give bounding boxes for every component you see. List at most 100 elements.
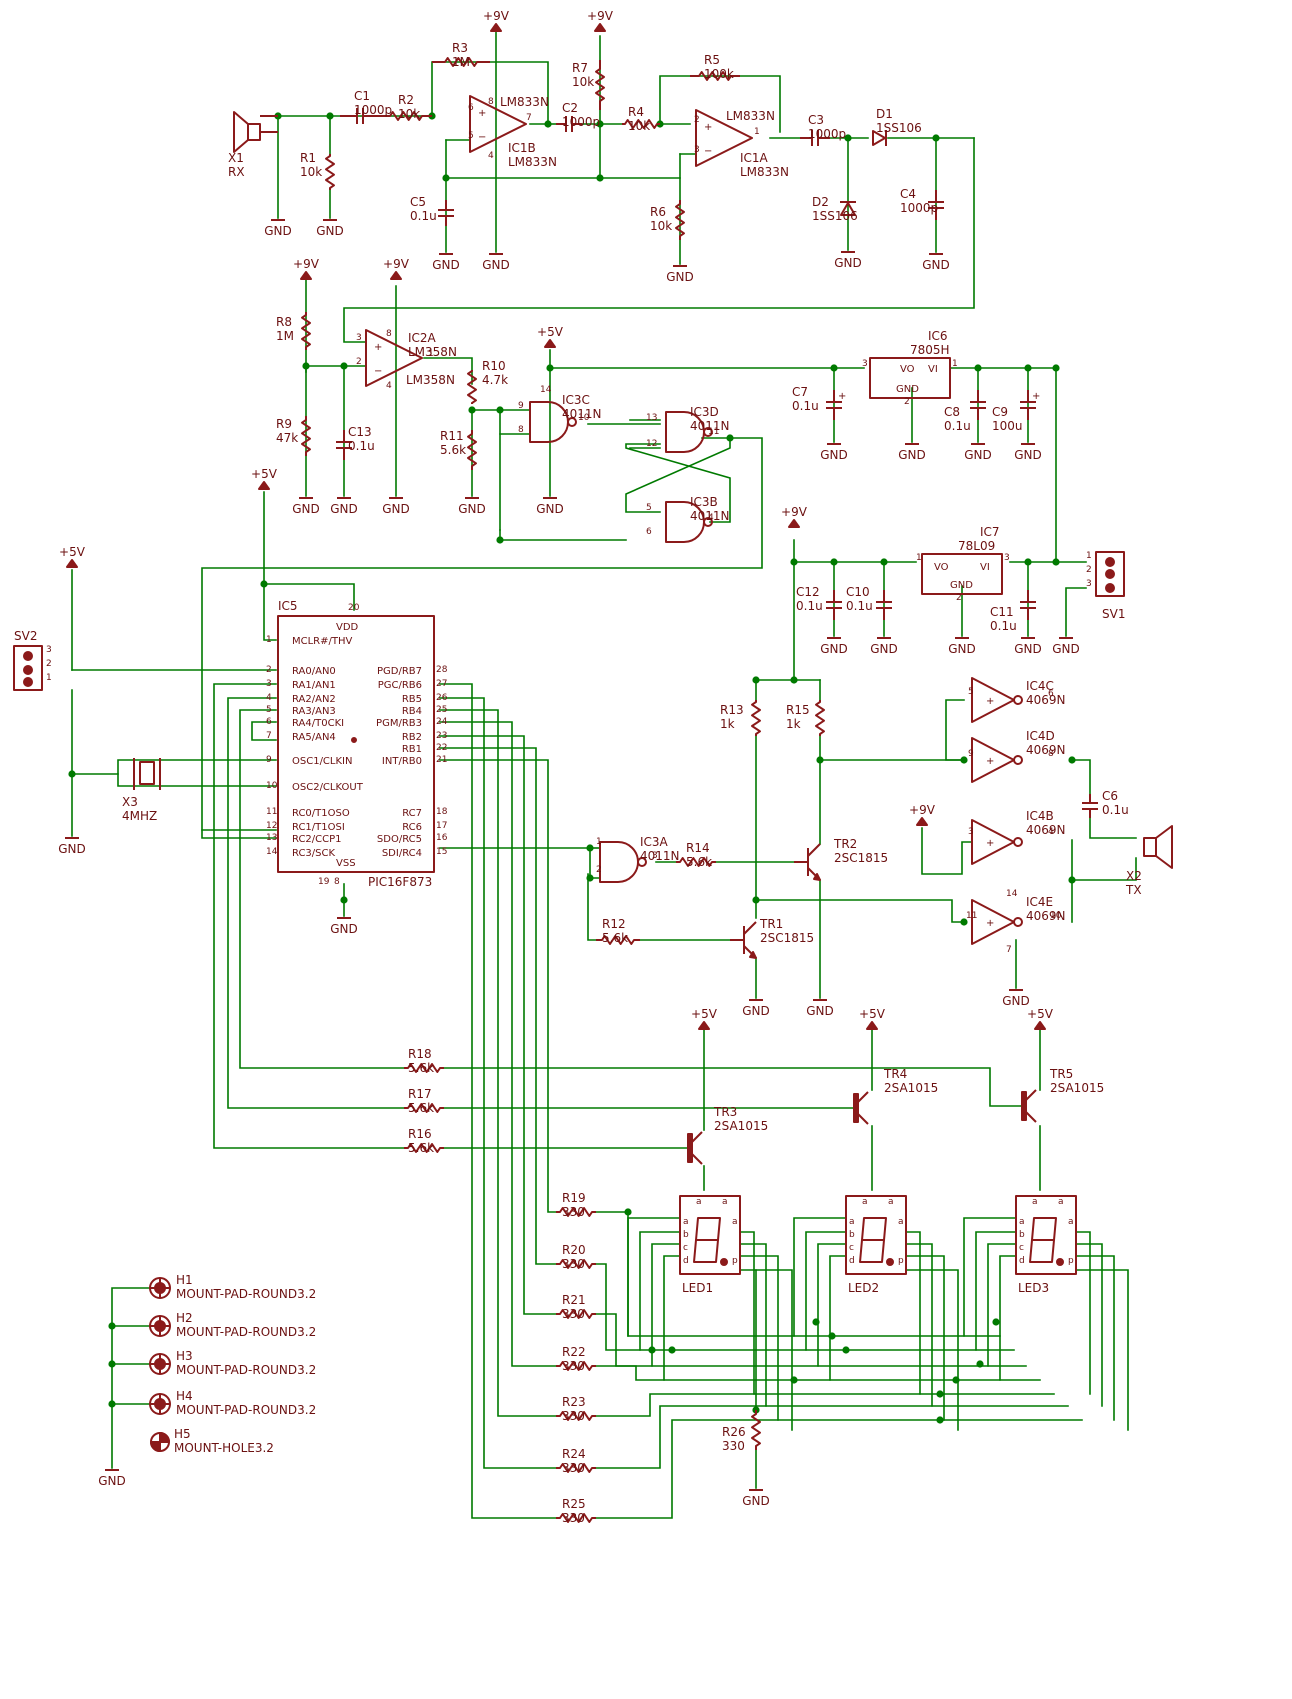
- symbol-line: [857, 1091, 869, 1103]
- pin-num: 1: [916, 553, 922, 563]
- ic3c-nand-gate: [529, 401, 577, 443]
- ic4c-ref: IC4C: [1026, 679, 1054, 693]
- symbol-path: [380, 111, 432, 121]
- junction-dot: [816, 756, 824, 764]
- gnd-label: GND: [820, 642, 848, 656]
- body: [139, 761, 155, 785]
- ic4e-ref: IC4E: [1026, 895, 1053, 909]
- ic5-right-pin-num: 21: [436, 755, 447, 765]
- junction-dot: [992, 1318, 1000, 1326]
- ic5-right-pin: PGD/RB7: [377, 666, 422, 677]
- symbol-path: [690, 71, 740, 81]
- ic5-left-pin-num: 6: [266, 717, 272, 727]
- base-bar: [687, 1133, 693, 1163]
- r16-resistor: [404, 1143, 444, 1153]
- segment-pin: c: [849, 1243, 854, 1253]
- wire: [945, 699, 965, 761]
- c10-ref: C10: [846, 585, 870, 599]
- supply-arrow: [258, 481, 270, 490]
- junction-dot: [326, 112, 334, 120]
- junction-dot: [108, 1322, 116, 1330]
- body: [13, 645, 43, 691]
- gnd-label: GND: [98, 1474, 126, 1488]
- ic5-left-pin-num: 1: [266, 635, 272, 645]
- r13-resistor: [751, 700, 761, 736]
- wire: [595, 1365, 1041, 1381]
- symbol-line: [691, 1131, 703, 1143]
- bubble: [637, 857, 647, 867]
- wire: [829, 1255, 847, 1381]
- pin-num: 4: [386, 381, 392, 391]
- r13-value: 1k: [720, 717, 735, 731]
- r6-value: 10k: [650, 219, 672, 233]
- symbol-path: [815, 700, 825, 736]
- r7-resistor: [595, 60, 605, 110]
- junction-dot: [752, 896, 760, 904]
- ic5-left-pin: RA4/T0CKI: [292, 718, 344, 729]
- pin-num: 12: [646, 439, 657, 449]
- segment-pin: a: [1019, 1217, 1025, 1227]
- ic3b-nand-gate: [665, 501, 713, 543]
- r2-value: 10k: [398, 107, 420, 121]
- junction-dot: [496, 536, 504, 544]
- pin-hole: [23, 665, 33, 675]
- c10-capacitor: [876, 590, 892, 620]
- wire: [755, 899, 965, 923]
- ic5-left-pin-num: 5: [266, 705, 272, 715]
- bubble: [1013, 917, 1023, 927]
- symbol-path: [695, 109, 753, 167]
- x1-transducer: [233, 111, 278, 153]
- ic5-right-pin-num: 17: [436, 821, 447, 831]
- gnd-label: GND: [58, 842, 86, 856]
- r15-ref: R15: [786, 703, 810, 717]
- pin-hole: [23, 677, 33, 687]
- symbol-path: [971, 737, 1015, 783]
- wire: [739, 1231, 755, 1395]
- r26-resistor: [751, 1410, 761, 1450]
- c11-value: 0.1u: [990, 619, 1017, 633]
- bubble: [703, 427, 713, 437]
- wire: [1075, 1255, 1115, 1421]
- c9-capacitor: [1020, 390, 1036, 420]
- ic5-right-pin-num: 24: [436, 717, 448, 727]
- tr3-ref: TR3: [713, 1105, 737, 1119]
- r6-resistor: [675, 200, 685, 240]
- symbol-path: [861, 1217, 887, 1241]
- symbol-path: [301, 416, 311, 456]
- ic5-left-pin-num: 14: [266, 847, 278, 857]
- d1-diode: [872, 130, 887, 146]
- symbol-path: [159, 1432, 170, 1443]
- wire: [663, 1255, 681, 1381]
- wire: [439, 709, 557, 1417]
- ic5-left-pin-num: 4: [266, 693, 272, 703]
- x2-value: TX: [1125, 883, 1142, 897]
- junction-dot: [1068, 876, 1076, 884]
- symbol-path: [556, 1259, 596, 1269]
- ic5-left-pin-num: 12: [266, 821, 277, 831]
- d1-value: 1SS106: [876, 121, 922, 135]
- ic5-left-pin-num: 13: [266, 833, 277, 843]
- pin-num: 3: [968, 827, 974, 837]
- c7-ref: C7: [792, 385, 808, 399]
- symbol-path: [467, 370, 477, 404]
- wire: [905, 1231, 921, 1395]
- ic5-right-pin: PGC/RB6: [378, 680, 422, 691]
- symbol-path: [404, 1103, 444, 1113]
- ic5-right-pin: SDI/RC4: [382, 848, 422, 859]
- gnd-pin: GND: [896, 384, 919, 395]
- r11-value: 5.6k: [440, 443, 466, 457]
- wire: [439, 697, 557, 1469]
- symbol-path: [469, 95, 527, 153]
- r21-ref: R21: [562, 1293, 586, 1307]
- c2-capacitor: [556, 116, 582, 132]
- ic5-left-pin: RA3/AN3: [292, 706, 336, 717]
- r14-resistor: [676, 857, 716, 867]
- polarity-mark: +: [838, 391, 846, 402]
- display-body: [845, 1195, 907, 1275]
- d2-diode: [840, 201, 856, 216]
- r24-resistor: [556, 1463, 596, 1473]
- c5-capacitor: [438, 200, 454, 226]
- ic4c-value: 4069N: [1026, 693, 1066, 707]
- symbol-path: [1034, 1021, 1046, 1030]
- segment-pin: d: [849, 1256, 855, 1266]
